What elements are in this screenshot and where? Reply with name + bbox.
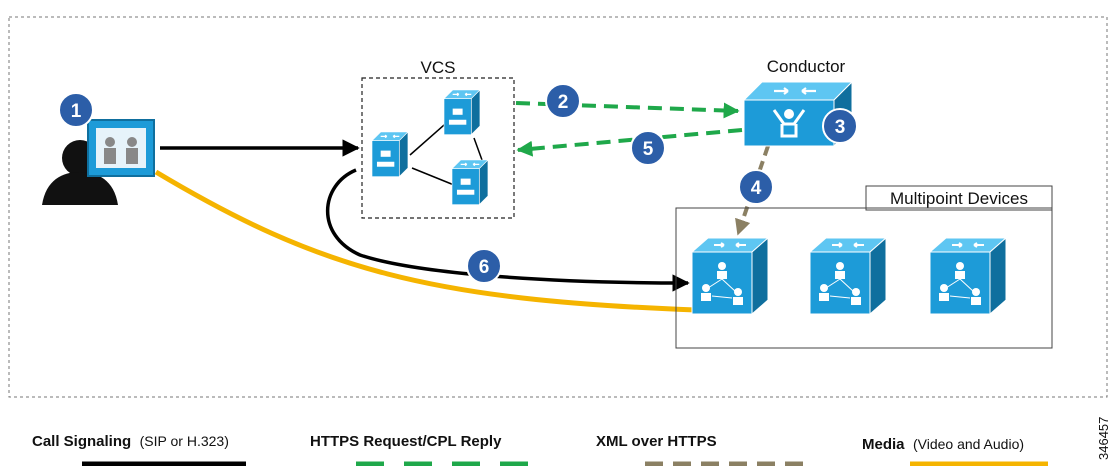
conductor-label: Conductor: [767, 57, 846, 76]
multipoint-label: Multipoint Devices: [890, 189, 1028, 208]
svg-text:2: 2: [558, 92, 569, 113]
badge-3: 3: [822, 108, 858, 144]
svg-text:4: 4: [751, 178, 762, 199]
legend-xml: XML over HTTPS: [596, 433, 717, 450]
multipoint-label-frame: [865, 185, 1053, 211]
vcs-box: [361, 77, 515, 219]
vcs-device-bottom: [451, 159, 489, 205]
signaling-vcs-to-multipoint: [325, 168, 690, 292]
svg-text:6: 6: [479, 257, 490, 278]
multipoint-device-1: [690, 236, 770, 316]
svg-text:1: 1: [71, 101, 82, 122]
figure-id: 346457: [1096, 417, 1111, 460]
media-path: [154, 169, 697, 313]
badge-2: 2: [545, 83, 581, 119]
video-screen-icon: [87, 119, 155, 177]
legend-media: Media (Video and Audio): [862, 436, 1024, 453]
https-reply-arrow: [516, 128, 743, 157]
svg-text:3: 3: [835, 117, 846, 138]
svg-text:5: 5: [643, 139, 654, 160]
vcs-label: VCS: [421, 58, 456, 77]
badge-4: 4: [738, 169, 774, 205]
multipoint-device-3: [928, 236, 1008, 316]
multipoint-device-2: [808, 236, 888, 316]
multipoint-box: [675, 207, 1053, 349]
legend-https: HTTPS Request/CPL Reply: [310, 433, 502, 450]
badge-6: 6: [466, 248, 502, 284]
vcs-device-top: [443, 89, 481, 135]
badge-1: 1: [58, 92, 94, 128]
outer-frame: [8, 16, 1108, 398]
badge-5: 5: [630, 130, 666, 166]
vcs-device-left: [371, 131, 409, 177]
legend: Call Signaling (SIP or H.323) HTTPS Requ…: [32, 433, 1048, 467]
conductor-device: [742, 80, 854, 148]
legend-call-signaling: Call Signaling (SIP or H.323): [32, 433, 229, 450]
https-request-arrow: [515, 101, 740, 119]
